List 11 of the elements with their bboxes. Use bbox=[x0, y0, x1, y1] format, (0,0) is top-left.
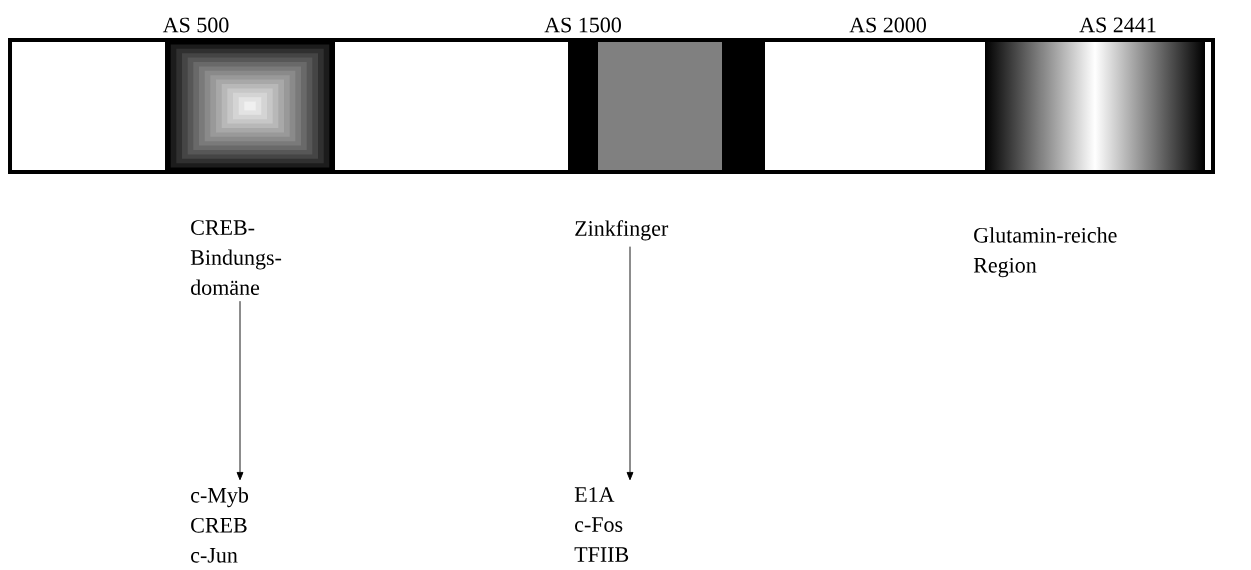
position-label: AS 500 bbox=[162, 17, 229, 33]
position-label: AS 2000 bbox=[849, 17, 926, 33]
arrow bbox=[236, 300, 244, 481]
domain-label: Zinkfinger bbox=[575, 220, 669, 241]
arrow bbox=[626, 246, 634, 481]
domain-label: CREB- Bindungs- domäne bbox=[190, 220, 282, 295]
domain-label: Glutamin-reiche Region bbox=[973, 227, 1117, 278]
position-label: AS 2441 bbox=[1079, 17, 1156, 33]
position-label: AS 1500 bbox=[544, 17, 621, 33]
partner-list: c-Myb CREB c-Jun bbox=[191, 487, 249, 563]
partner-list: E1A c-Fos TFIIB bbox=[574, 487, 629, 562]
